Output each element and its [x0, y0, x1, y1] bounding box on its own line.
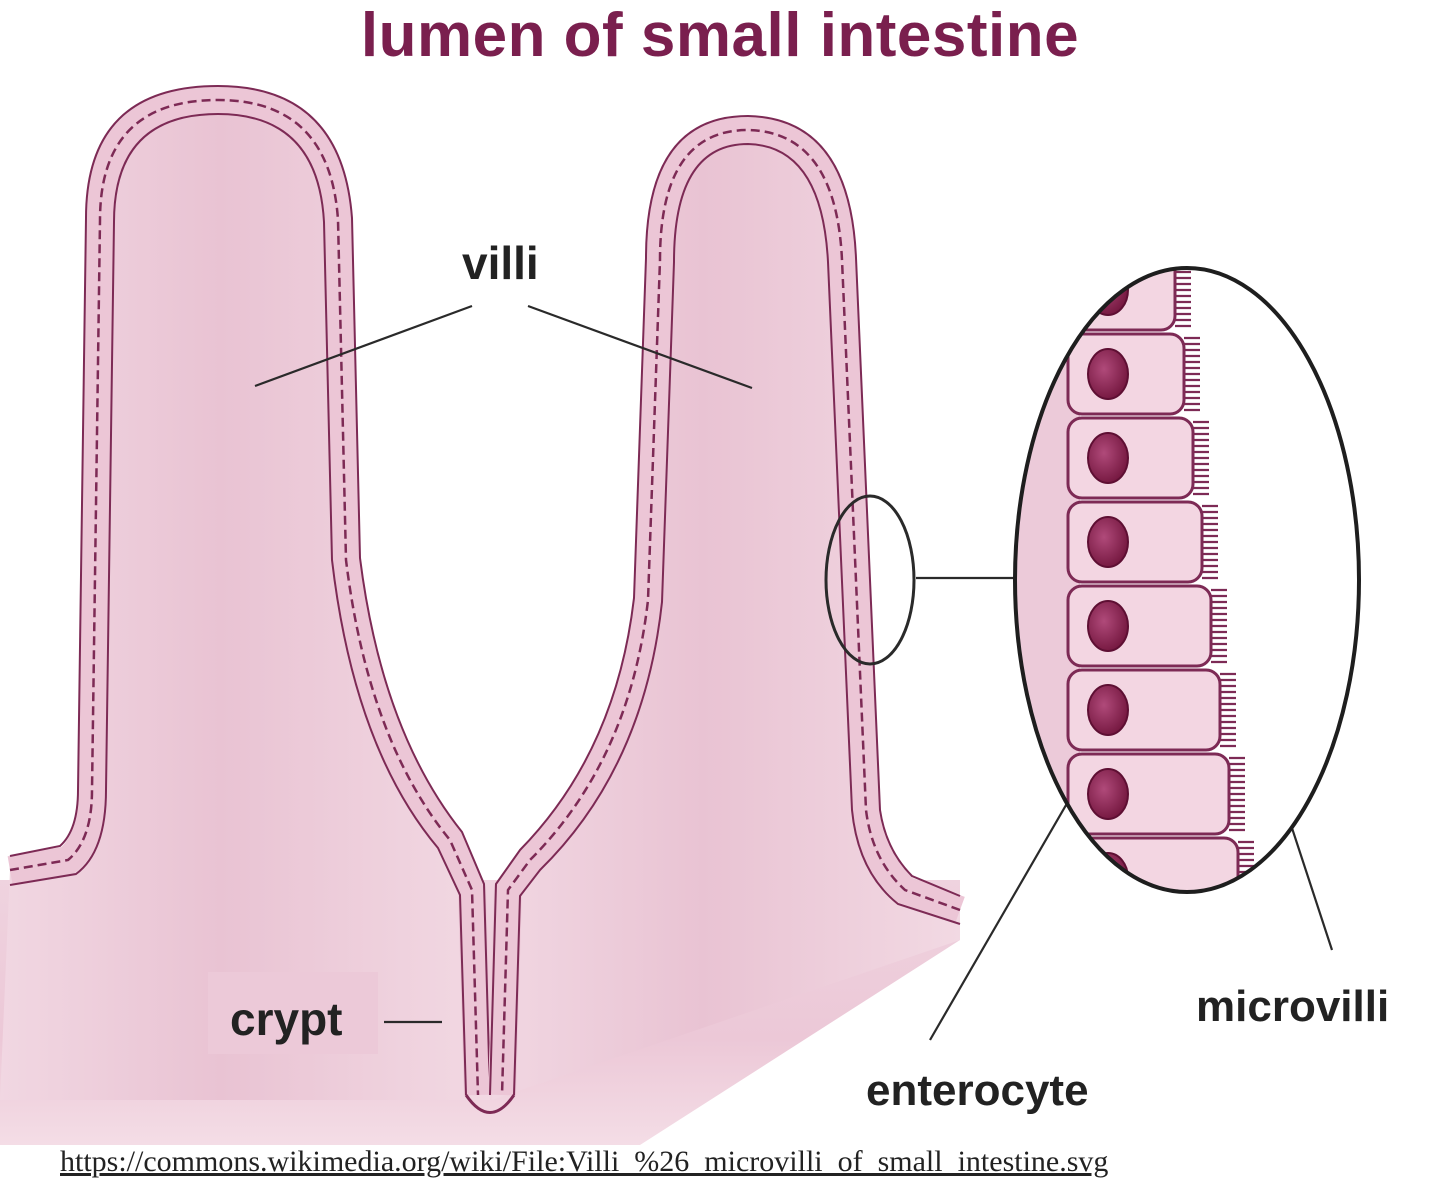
enterocyte-cell — [1066, 416, 1195, 500]
source-link[interactable]: https://commons.wikimedia.org/wiki/File:… — [60, 1145, 1109, 1178]
magnified-epithelium — [1015, 268, 1359, 892]
microvilli-brush-border — [1220, 672, 1236, 748]
enterocyte-nucleus — [1087, 348, 1129, 400]
enterocyte-nucleus — [1087, 768, 1129, 820]
microvilli-brush-border — [1229, 756, 1245, 832]
microvilli-brush-border — [1184, 336, 1200, 412]
right-villus-epithelium — [488, 114, 965, 1096]
microvilli-brush-border — [1202, 504, 1218, 580]
microvilli-brush-border — [1193, 420, 1209, 496]
enterocyte-nucleus — [1087, 684, 1129, 736]
left-villus — [0, 100, 490, 1100]
left-villus-epithelium — [7, 84, 492, 1096]
crypt-base — [464, 1094, 516, 1114]
villi-label: villi — [462, 237, 539, 289]
microvilli-brush-border — [1175, 268, 1191, 328]
enterocyte-label: enterocyte — [866, 1066, 1089, 1115]
diagram-title: lumen of small intestine — [360, 1, 1080, 70]
magnify-selection-circle — [824, 494, 916, 666]
right-villus — [492, 130, 960, 1100]
microvilli-label: microvilli — [1196, 982, 1390, 1031]
enterocyte-nucleus — [1087, 600, 1129, 652]
microvilli-brush-border — [1211, 588, 1227, 664]
magnified-view-oval — [1013, 266, 1361, 894]
enterocyte-nucleus — [1087, 852, 1129, 892]
crypt-label: crypt — [208, 972, 378, 1054]
enterocyte-nucleus — [1087, 516, 1129, 568]
enterocyte-nucleus — [1087, 432, 1129, 484]
enterocyte-cell — [1066, 836, 1240, 892]
